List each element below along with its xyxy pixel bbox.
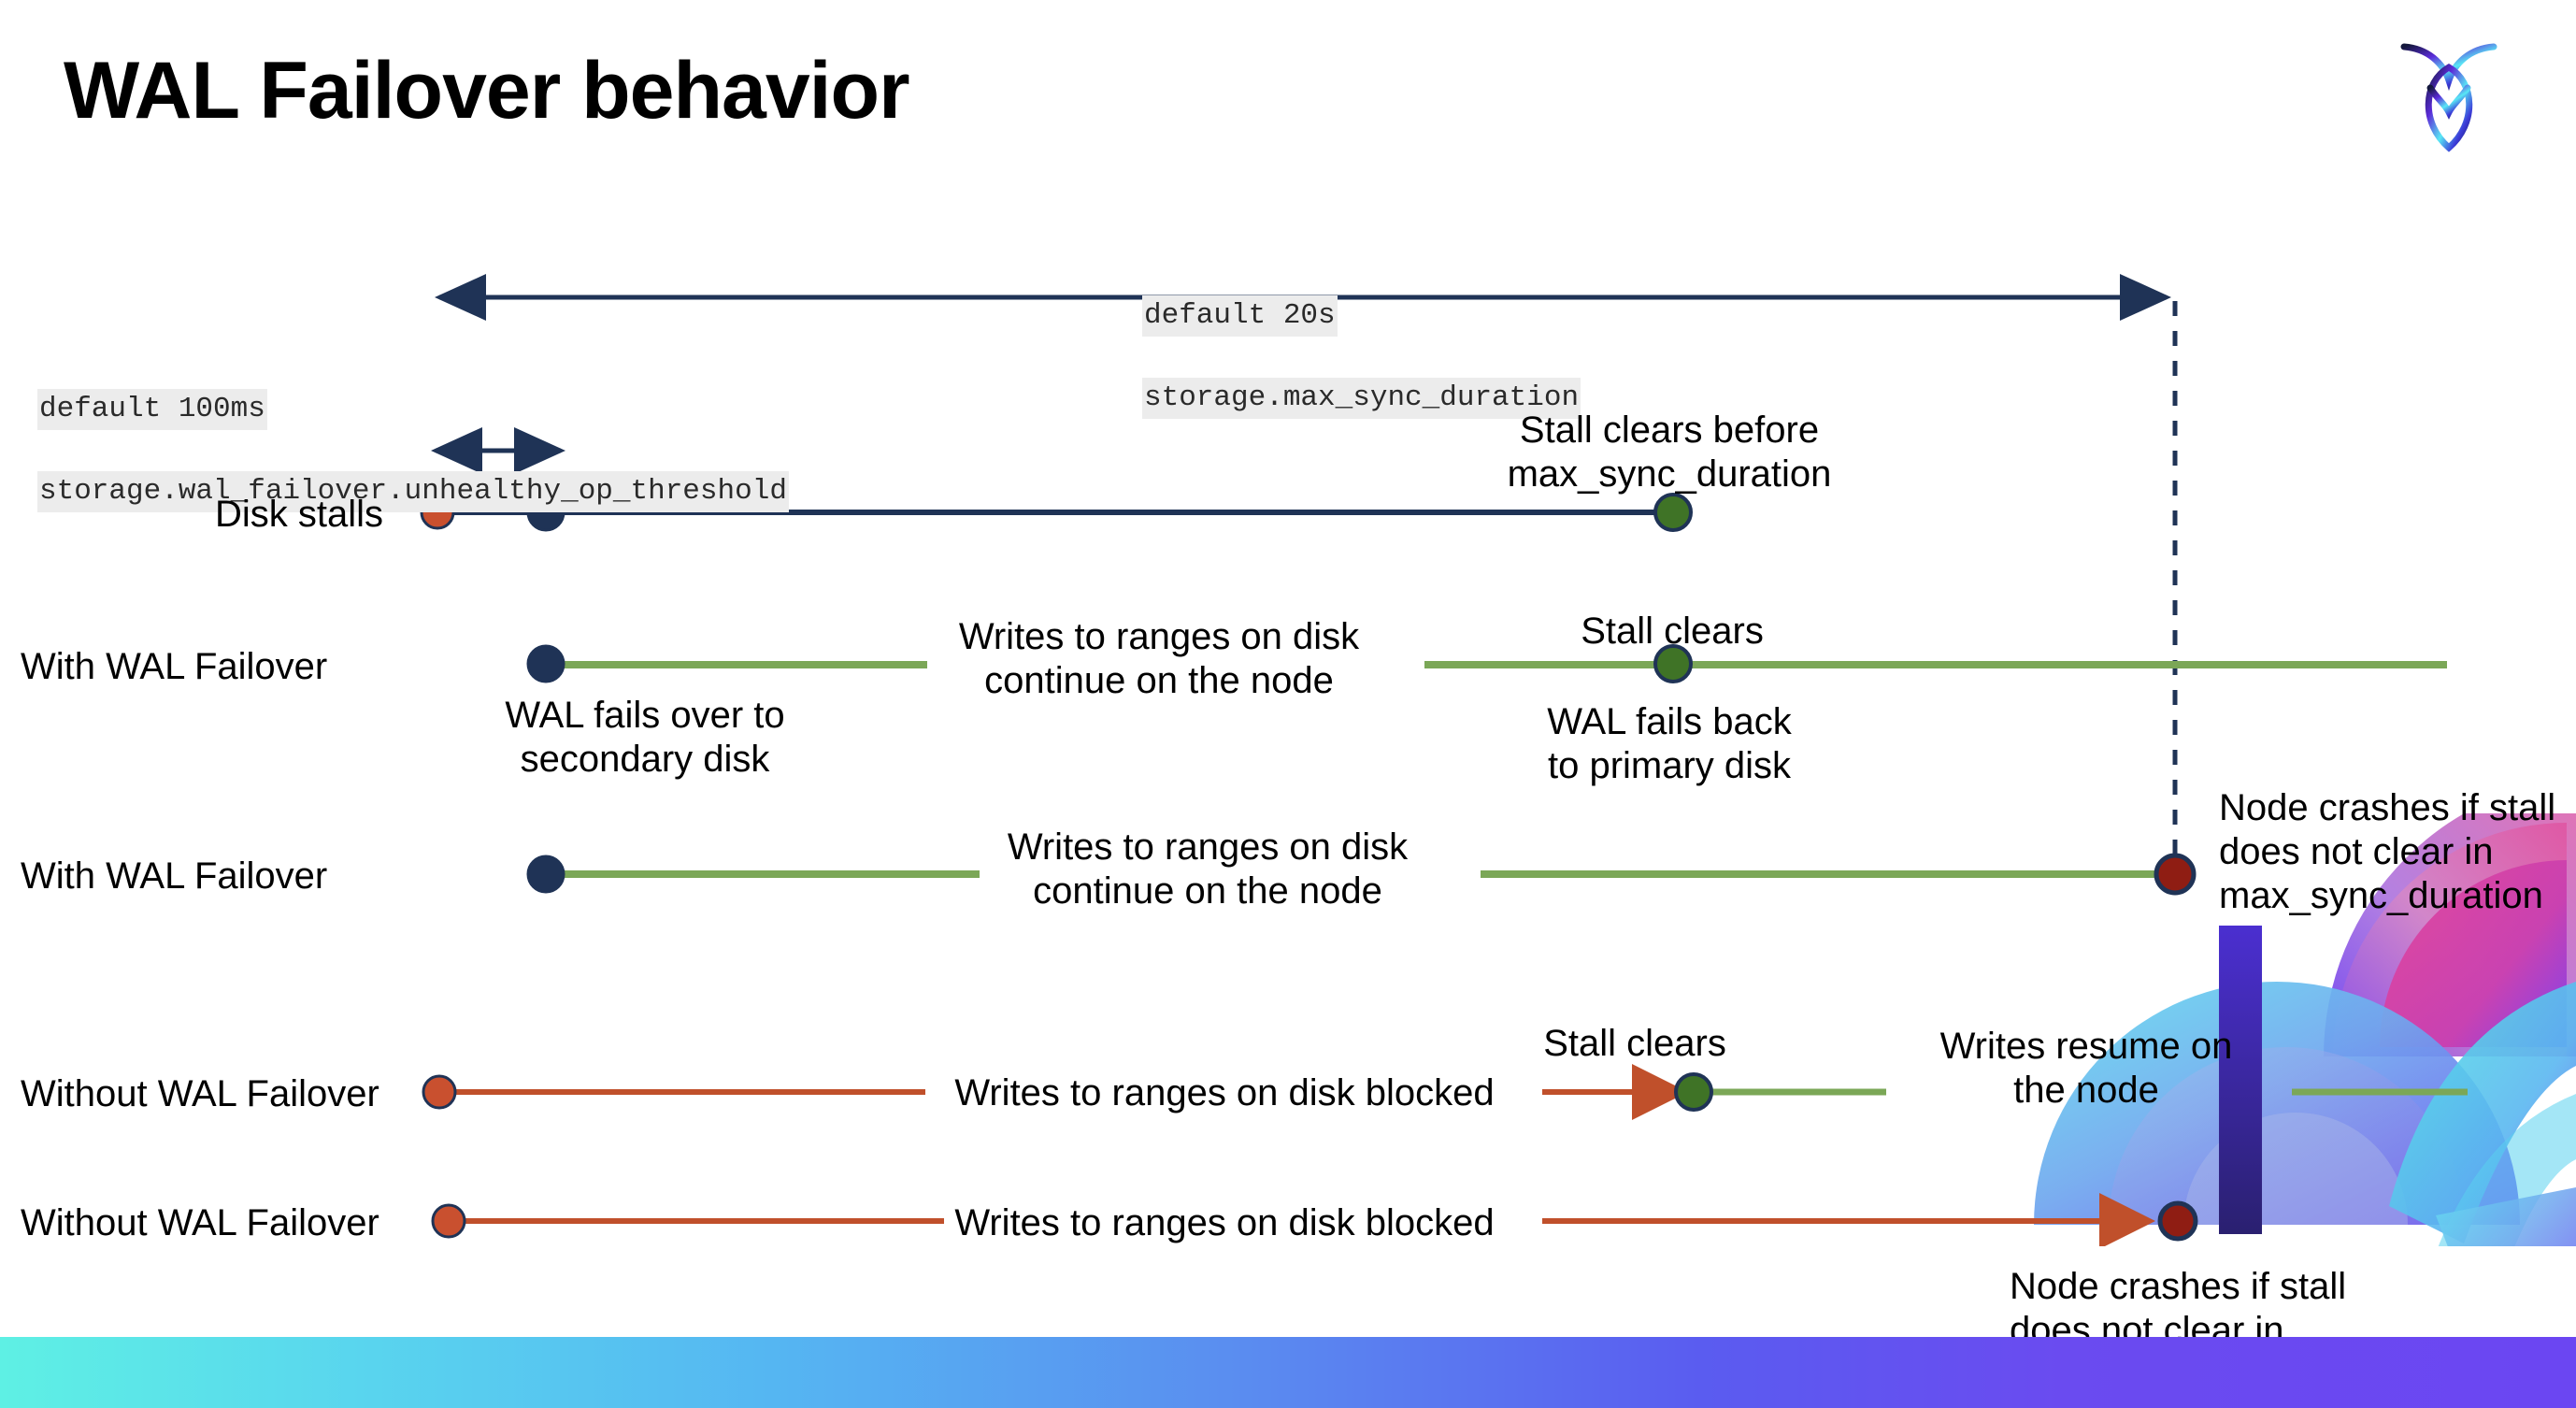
max-sync-duration-annotation: default 20s storage.max_sync_duration xyxy=(1142,254,1581,420)
bottom-gradient-bar xyxy=(0,1337,2576,1408)
stall-clears-note-1: Stall clears xyxy=(1581,611,1764,652)
max-sync-setting-label: storage.max_sync_duration xyxy=(1142,378,1581,420)
stall-start-dot-2 xyxy=(422,1074,457,1110)
wal-fails-over-note: WAL fails over to secondary disk xyxy=(505,695,785,781)
row-label-disk-stalls: Disk stalls xyxy=(214,494,383,535)
row-label-without-wal-failover-2: Without WAL Failover xyxy=(21,1202,379,1243)
node-crash-dot-1 xyxy=(2154,853,2197,896)
row-without-failover-clears-track xyxy=(422,1064,2468,1120)
cockroachdb-logo-icon xyxy=(2391,26,2507,157)
wal-failover-dot xyxy=(526,644,565,683)
stall-start-dot-3 xyxy=(431,1203,466,1239)
writes-continue-note-2: Writes to ranges on disk continue on the… xyxy=(1007,826,1409,912)
node-crash-dot-2 xyxy=(2157,1200,2198,1242)
wal-fails-back-note: WAL fails back to primary disk xyxy=(1547,701,1792,787)
writes-continue-note-1: Writes to ranges on disk continue on the… xyxy=(958,616,1360,702)
node-crashes-note-1: Node crashes if stall does not clear in … xyxy=(2219,787,2556,917)
stall-clear-dot-3 xyxy=(1674,1072,1713,1112)
writes-resume-note: Writes resume on the node xyxy=(1939,1026,2233,1112)
unhealthy-op-threshold-annotation: default 100ms storage.wal_failover.unhea… xyxy=(37,348,789,513)
writes-blocked-note-2: Writes to ranges on disk blocked xyxy=(954,1202,1495,1243)
stall-clears-before-max-note: Stall clears before max_sync_duration xyxy=(1507,409,1832,496)
writes-blocked-note-1: Writes to ranges on disk blocked xyxy=(954,1072,1495,1113)
page-title: WAL Failover behavior xyxy=(64,46,910,136)
unhealthy-setting-label: storage.wal_failover.unhealthy_op_thresh… xyxy=(37,471,789,513)
stall-clear-dot-2 xyxy=(1653,644,1693,683)
row-label-with-wal-failover-1: With WAL Failover xyxy=(21,646,328,687)
unhealthy-default-label: default 100ms xyxy=(37,389,267,431)
stall-clears-note-2: Stall clears xyxy=(1543,1023,1726,1064)
stall-clear-dot xyxy=(1653,493,1693,532)
row-with-failover-crash-track xyxy=(526,853,2197,896)
max-sync-default-label: default 20s xyxy=(1142,295,1338,338)
row-label-without-wal-failover-1: Without WAL Failover xyxy=(21,1073,379,1114)
row-with-failover-clears-track xyxy=(526,644,2447,683)
wal-failover-dot-2 xyxy=(526,855,565,894)
row-label-with-wal-failover-2: With WAL Failover xyxy=(21,855,328,897)
row-without-failover-crash-track xyxy=(431,1193,2198,1249)
